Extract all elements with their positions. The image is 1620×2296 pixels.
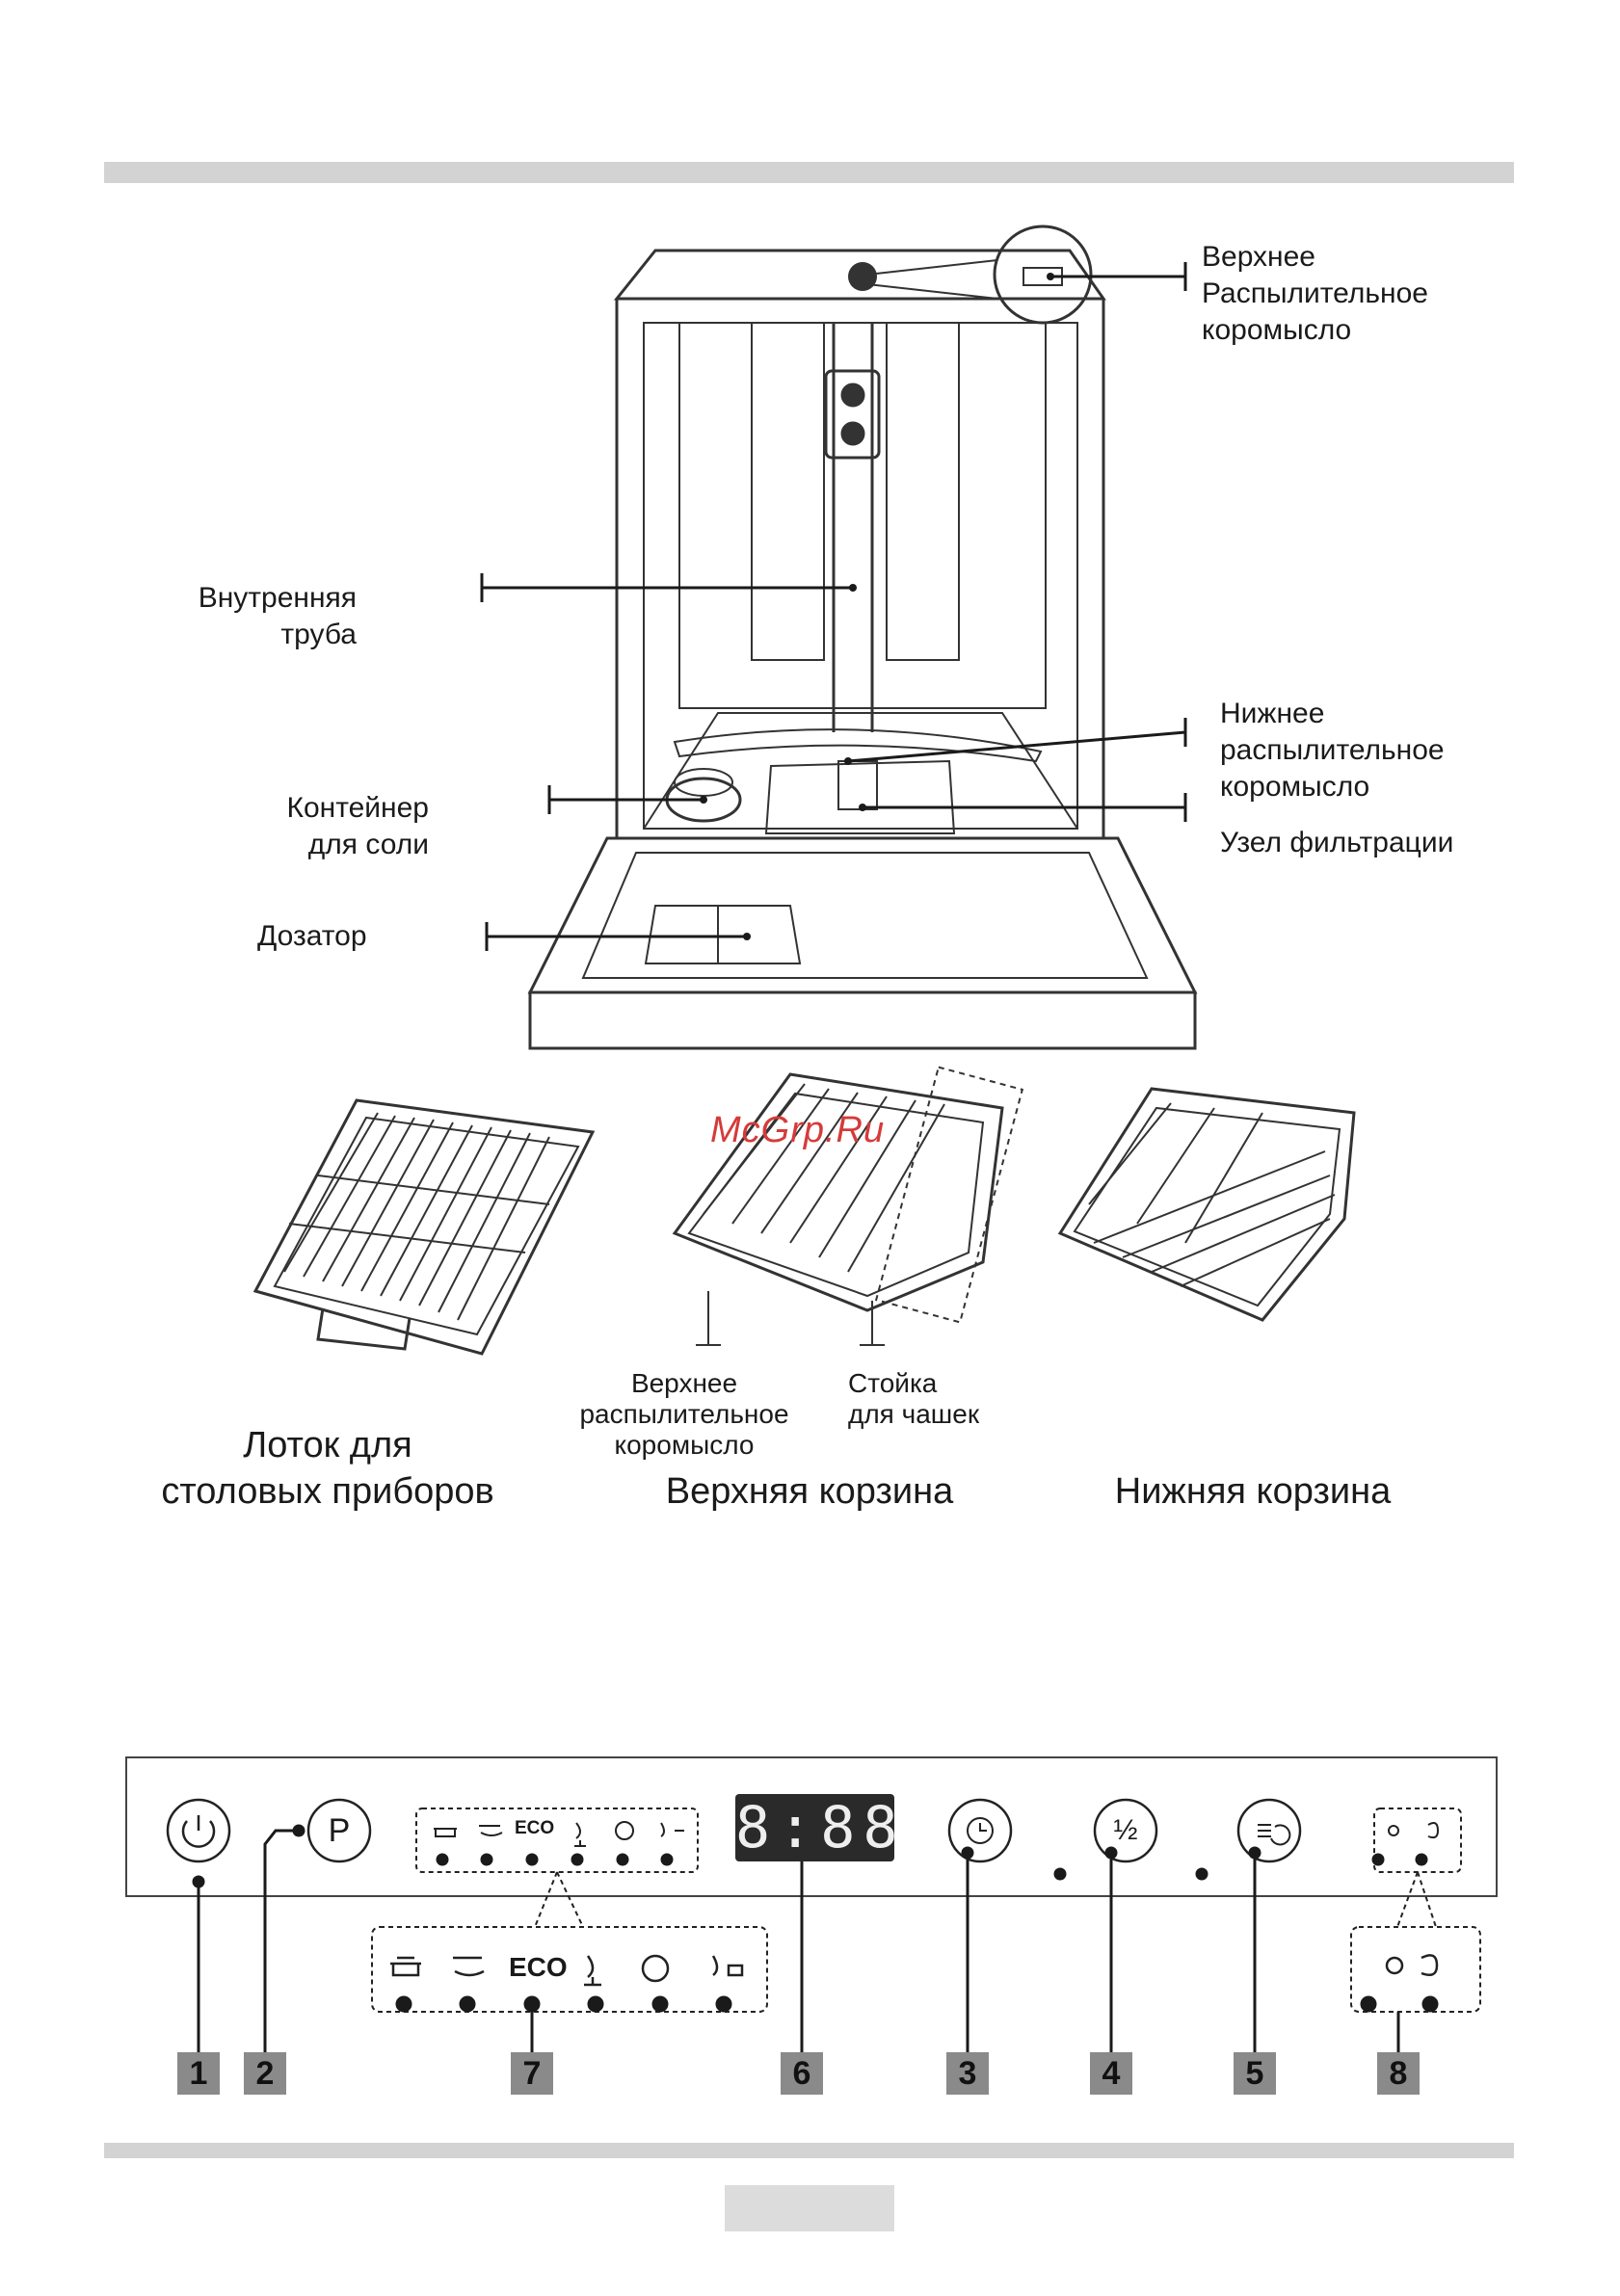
label-upper-spray-arm-top: Верхнее Распылительное коромысло bbox=[1202, 239, 1428, 349]
label-cup-rack: Стойка для чашек bbox=[848, 1368, 1012, 1430]
label-dispenser: Дозатор bbox=[257, 918, 367, 955]
digital-display: 8:88 bbox=[735, 1794, 894, 1861]
callout-6: 6 bbox=[781, 2052, 823, 2095]
bottom-divider-bar bbox=[104, 2143, 1514, 2158]
callout-5: 5 bbox=[1234, 2052, 1276, 2095]
callout-7: 7 bbox=[511, 2052, 553, 2095]
label-upper-spray-arm-basket: Верхнее распылительное коромысло bbox=[569, 1368, 800, 1461]
lower-basket-drawing bbox=[1060, 1089, 1354, 1320]
callout-4: 4 bbox=[1090, 2052, 1132, 2095]
upper-basket-caption: Верхняя корзина bbox=[626, 1468, 993, 1515]
eco-indicator-label: ECO bbox=[515, 1818, 554, 1839]
label-inner-pipe: Внутренняя труба bbox=[145, 580, 357, 653]
delay-button[interactable] bbox=[949, 1800, 1011, 1861]
label-lower-spray-arm: Нижнее распылительное коромысло bbox=[1220, 696, 1445, 805]
watermark: McGrp.Ru bbox=[710, 1110, 885, 1151]
callout-1: 1 bbox=[177, 2052, 220, 2095]
program-button[interactable]: P bbox=[308, 1800, 370, 1861]
upper-basket-drawing bbox=[675, 1068, 1022, 1345]
callout-8: 8 bbox=[1377, 2052, 1420, 2095]
eco-indicator-label-expanded: ECO bbox=[509, 1952, 568, 1983]
label-salt-container: Контейнер для соли bbox=[212, 790, 429, 863]
extra-dry-button[interactable] bbox=[1238, 1800, 1300, 1861]
page-number-box bbox=[725, 2185, 894, 2231]
cutlery-tray-drawing bbox=[255, 1100, 593, 1354]
callout-2: 2 bbox=[244, 2052, 286, 2095]
lower-basket-caption: Нижняя корзина bbox=[1070, 1468, 1436, 1515]
cutlery-tray-caption: Лоток для столовых приборов bbox=[135, 1422, 520, 1515]
label-filter-assembly: Узел фильтрации bbox=[1220, 825, 1453, 861]
power-button[interactable] bbox=[168, 1800, 229, 1861]
half-load-button[interactable]: ½ bbox=[1095, 1800, 1156, 1861]
callout-3: 3 bbox=[946, 2052, 989, 2095]
dishwasher-diagram bbox=[0, 0, 1620, 1060]
